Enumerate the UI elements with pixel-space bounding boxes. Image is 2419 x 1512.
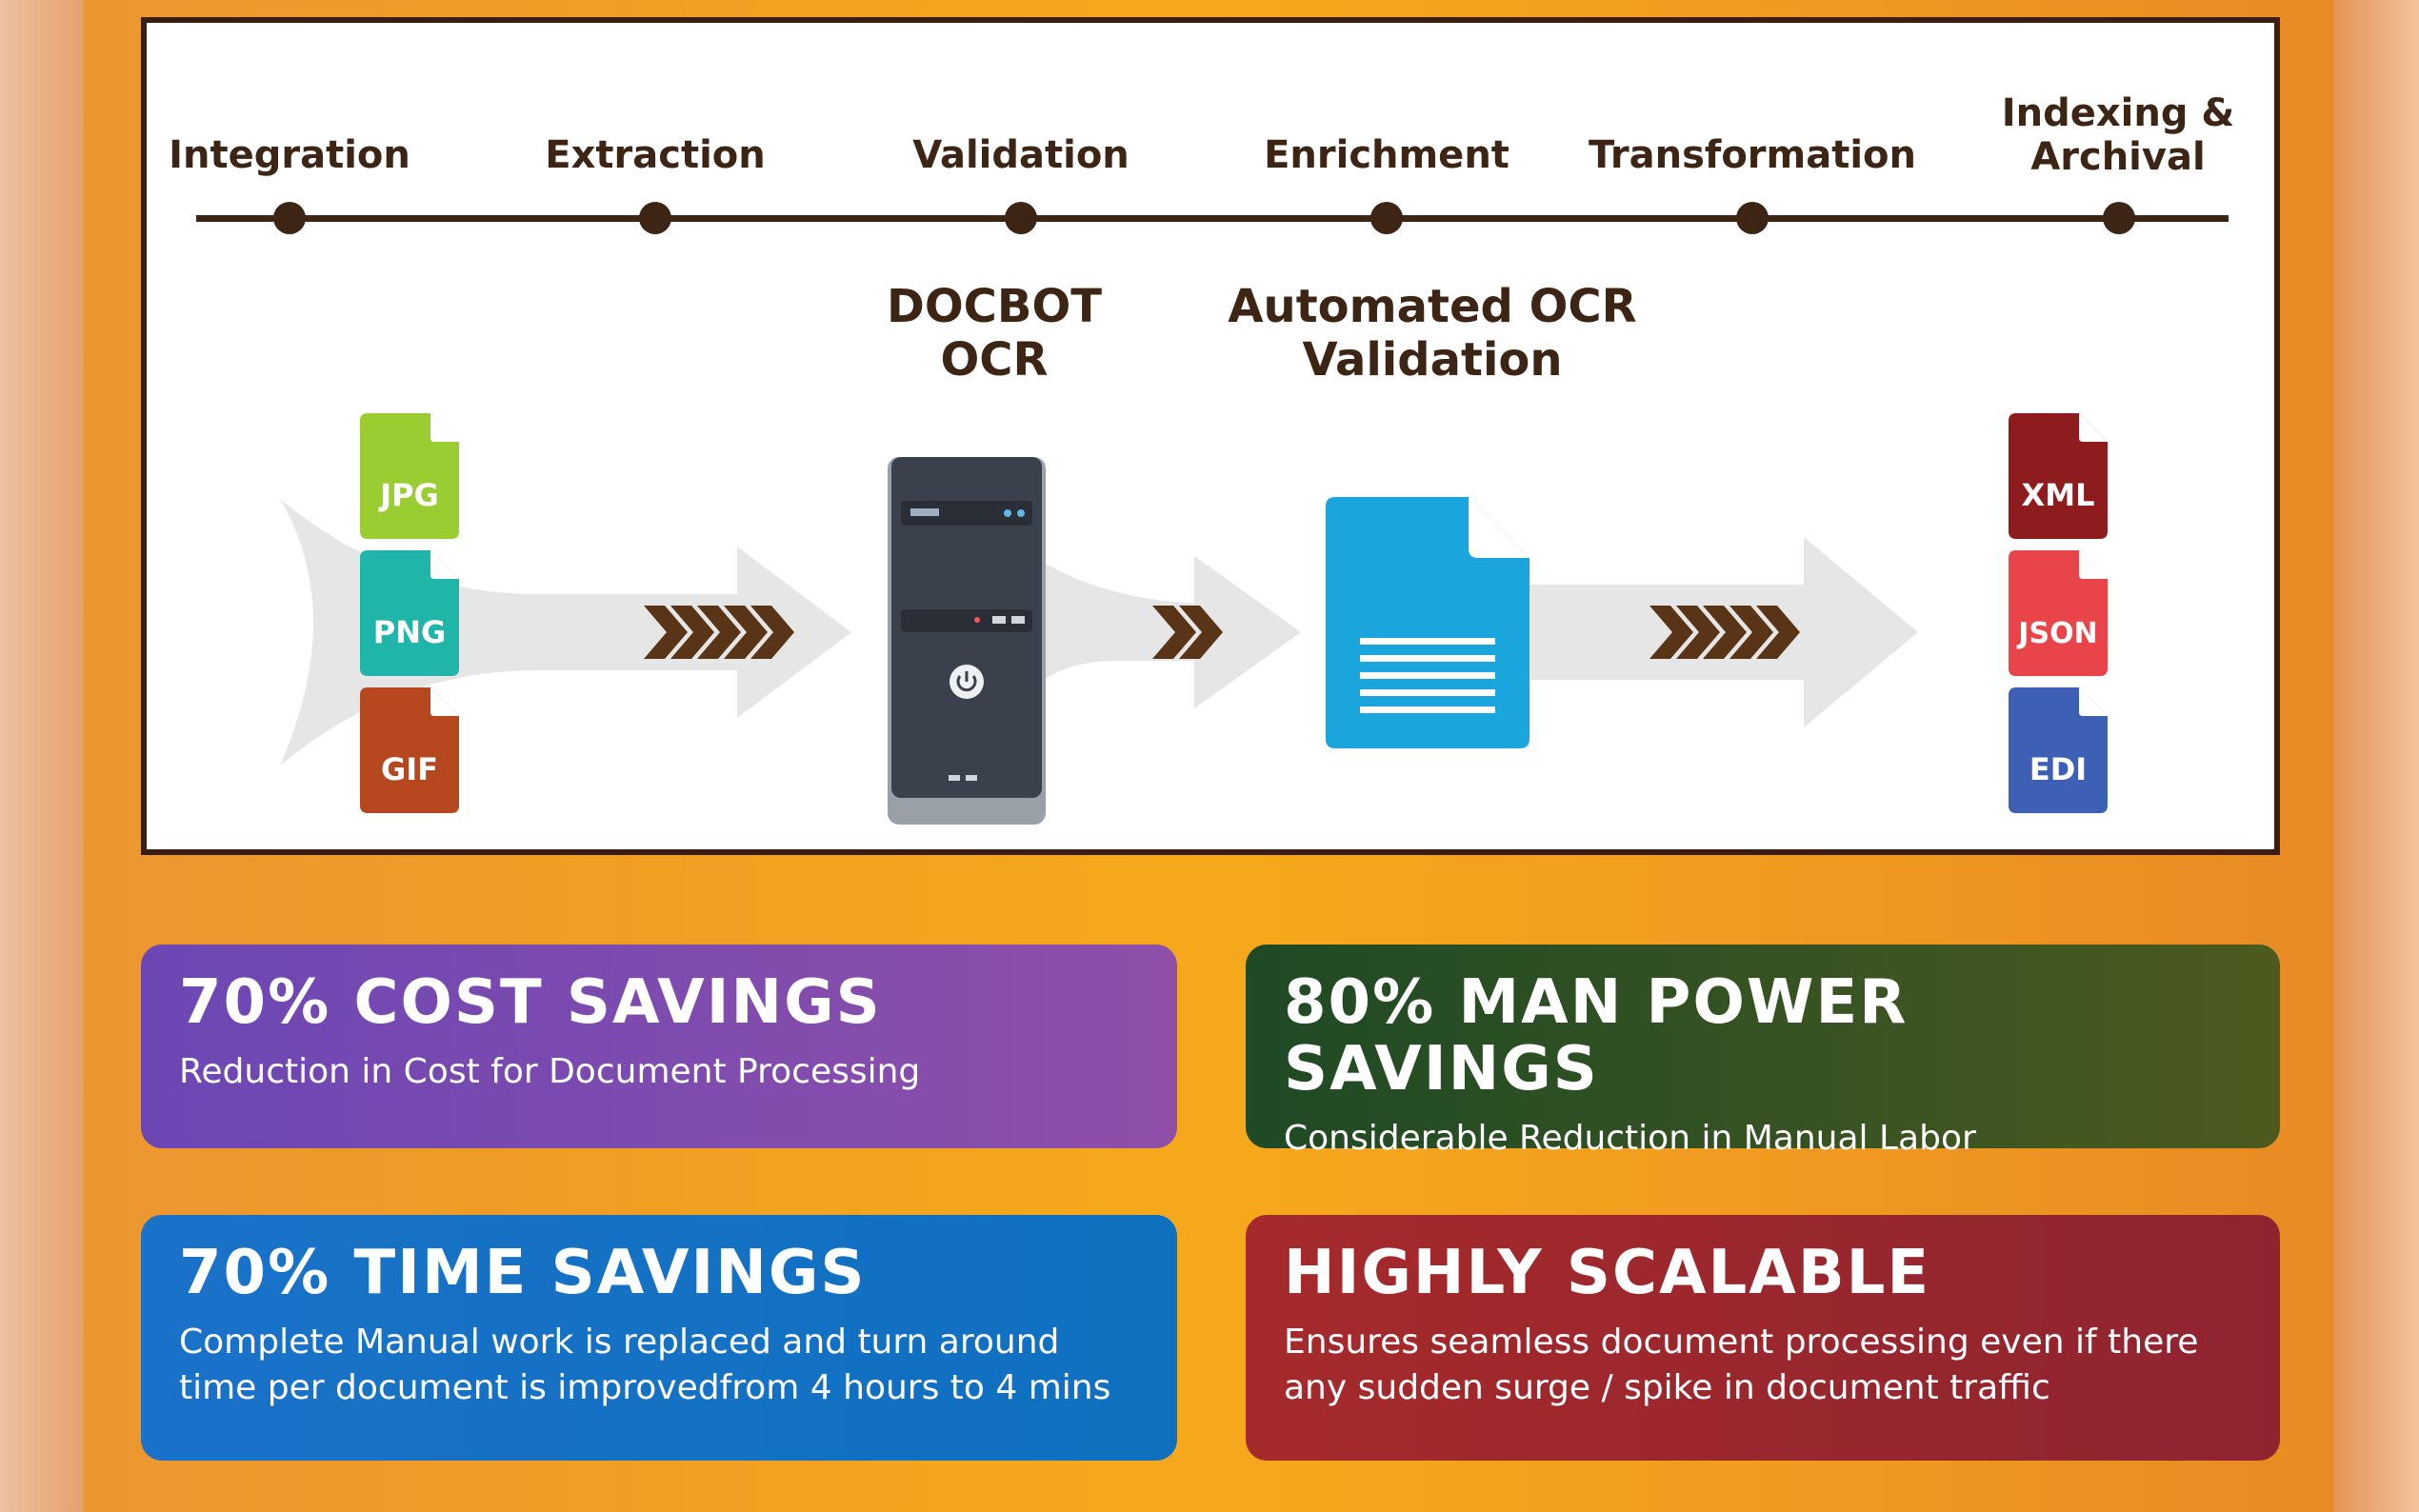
background-edge-right	[2333, 0, 2419, 1512]
timeline-dot-validation	[1005, 202, 1037, 234]
chevron-right-icon	[1179, 606, 1223, 659]
timeline-dot-enrichment	[1370, 202, 1403, 234]
automated-ocr-validation-title: Automated OCR Validation	[1228, 280, 1637, 387]
stage-label-validation: Validation	[912, 133, 1130, 177]
chevron-right-icon	[1649, 606, 1693, 659]
manpower-savings-card: 80% MAN POWER SAVINGS Considerable Reduc…	[1246, 945, 2280, 1158]
arrow-right-icon	[1528, 537, 1918, 727]
stage-label-integration: Integration	[169, 133, 410, 177]
chevron-right-icon	[724, 606, 768, 659]
document-icon	[1326, 497, 1529, 748]
process-diagram-panel: Integration Extraction Validation Enrich…	[141, 17, 2280, 855]
png-file-label: PNG	[373, 614, 447, 650]
chevron-right-icon	[697, 606, 741, 659]
gif-file-label: GIF	[381, 751, 438, 787]
arrow-right-icon	[1032, 556, 1301, 708]
json-file-icon: JSON	[2009, 550, 2108, 676]
chevron-right-icon	[1152, 606, 1196, 659]
highly-scalable-title: HIGHLY SCALABLE	[1284, 1238, 1931, 1308]
background-edge-left	[0, 0, 84, 1512]
manpower-savings-title: 80% MAN POWER SAVINGS	[1284, 967, 1909, 1104]
edi-file-label: EDI	[2029, 751, 2087, 787]
docbot-ocr-title: DOCBOT OCR	[886, 280, 1102, 387]
xml-file-icon: XML	[2009, 413, 2108, 539]
jpg-file-icon: JPG	[360, 413, 459, 539]
timeline-dot-integration	[273, 202, 306, 234]
timeline-dot-indexing	[2103, 202, 2135, 234]
timeline-line	[196, 215, 2229, 222]
cost-savings-title: 70% COST SAVINGS	[179, 967, 882, 1038]
flow-arrows	[280, 499, 1918, 766]
stage-label-transformation: Transformation	[1589, 133, 1916, 177]
xml-file-label: XML	[2022, 477, 2095, 513]
timeline-dot-extraction	[639, 202, 671, 234]
chevron-right-icon	[1703, 606, 1747, 659]
chevron-right-icon	[750, 606, 794, 659]
stage-label-indexing: Indexing & Archival	[2001, 91, 2235, 179]
server-tower-icon	[888, 457, 1046, 825]
time-savings-desc: Complete Manual work is replaced and tur…	[179, 1323, 1111, 1407]
power-icon	[950, 665, 984, 699]
stage-label-extraction: Extraction	[545, 133, 766, 177]
edi-file-icon: EDI	[2009, 687, 2108, 813]
png-file-icon: PNG	[360, 550, 459, 676]
gif-file-icon: GIF	[360, 687, 459, 813]
arrow-right-icon	[280, 499, 851, 766]
cost-savings-card: 70% COST SAVINGS Reduction in Cost for D…	[141, 945, 1177, 1148]
chevron-right-icon	[644, 606, 688, 659]
chevron-right-icon	[1676, 606, 1720, 659]
time-savings-title: 70% TIME SAVINGS	[179, 1238, 867, 1308]
chevron-right-icon	[1729, 606, 1773, 659]
chevron-right-icon	[670, 606, 714, 659]
jpg-file-label: JPG	[378, 477, 439, 513]
highly-scalable-card: HIGHLY SCALABLE Ensures seamless documen…	[1246, 1215, 2280, 1461]
timeline-dot-transformation	[1736, 202, 1769, 234]
cost-savings-desc: Reduction in Cost for Document Processin…	[179, 1052, 921, 1091]
json-file-label: JSON	[2016, 617, 2097, 650]
time-savings-card: 70% TIME SAVINGS Complete Manual work is…	[141, 1215, 1177, 1461]
chevron-right-icon	[1756, 606, 1800, 659]
highly-scalable-desc: Ensures seamless document processing eve…	[1284, 1323, 2199, 1407]
stage-label-enrichment: Enrichment	[1264, 133, 1509, 177]
manpower-savings-desc: Considerable Reduction in Manual Labor	[1284, 1119, 1976, 1158]
